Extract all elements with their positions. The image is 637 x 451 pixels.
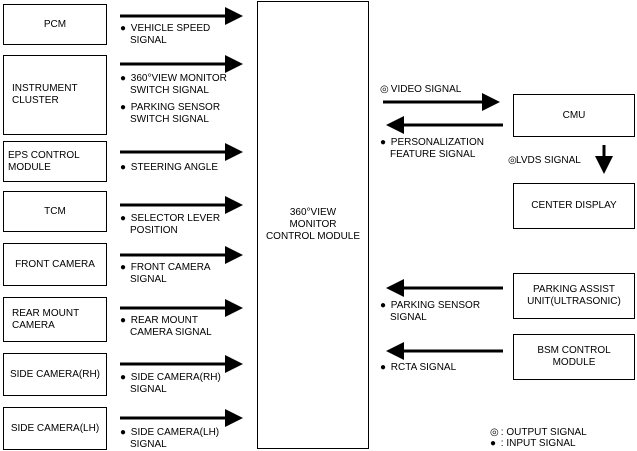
side-camera-lh-label: SIDE CAMERA(LH) <box>10 422 100 434</box>
side-camera-rh-label: SIDE CAMERA(RH) <box>9 368 100 380</box>
input-signal-icon: ● <box>120 162 127 173</box>
rear-mount-camera-label: REAR MOUNT CAMERA <box>12 307 80 331</box>
output-signal-icon: ◎ <box>508 155 517 166</box>
output-signal-icon: ◎ <box>380 84 389 95</box>
control-module-label: 360°VIEW MONITOR CONTROL MODULE <box>265 207 361 242</box>
parking-assist-box: PARKING ASSIST UNIT(ULTRASONIC) <box>513 273 635 319</box>
front-camera-label: FRONT CAMERA <box>15 258 95 270</box>
selector-lever-label: ● SELECTOR LEVER POSITION <box>120 213 221 236</box>
input-signal-icon: ● <box>120 372 127 383</box>
instrument-cluster-label: INSTRUMENT CLUSTER <box>12 83 78 106</box>
front-camera-signal-label: ● FRONT CAMERA SIGNAL <box>120 262 211 285</box>
instrument-cluster-box: INSTRUMENT CLUSTER <box>3 55 107 135</box>
tcm-box: TCM <box>3 191 107 232</box>
pcm-box: PCM <box>3 4 107 45</box>
cmu-label: CMU <box>562 109 586 121</box>
rear-mount-camera-signal-label: ● REAR MOUNT CAMERA SIGNAL <box>120 315 212 338</box>
side-camera-rh-box: SIDE CAMERA(RH) <box>3 353 107 396</box>
legend-input: ● : INPUT SIGNAL <box>490 438 576 449</box>
center-display-box: CENTER DISPLAY <box>513 183 635 229</box>
bsm-control-module-box: BSM CONTROL MODULE <box>513 334 635 380</box>
rear-mount-camera-box: REAR MOUNT CAMERA <box>3 297 107 342</box>
eps-control-module-label: EPS CONTROL MODULE <box>8 149 80 173</box>
side-camera-rh-signal-label: ● SIDE CAMERA(RH) SIGNAL <box>120 372 221 395</box>
front-camera-box: FRONT CAMERA <box>3 243 107 286</box>
input-signal-icon: ● <box>490 438 497 449</box>
parking-assist-label: PARKING ASSIST UNIT(ULTRASONIC) <box>527 284 621 307</box>
eps-control-module-box: EPS CONTROL MODULE <box>3 141 107 182</box>
input-signal-icon: ● <box>120 102 127 113</box>
side-camera-lh-signal-label: ● SIDE CAMERA(LH) SIGNAL <box>120 427 220 450</box>
rcta-signal-label: ● RCTA SIGNAL <box>380 362 457 373</box>
control-module-box: 360°VIEW MONITOR CONTROL MODULE <box>257 1 369 449</box>
pcm-label: PCM <box>43 18 67 30</box>
video-signal-label: ◎ VIDEO SIGNAL <box>380 84 462 95</box>
input-signal-icon: ● <box>120 262 127 273</box>
legend-output: ◎ : OUTPUT SIGNAL <box>490 427 587 438</box>
lvds-signal-label: ◎LVDS SIGNAL <box>508 155 581 166</box>
input-signal-icon: ● <box>380 362 387 373</box>
view-monitor-switch-label: ● 360°VIEW MONITOR SWITCH SIGNAL <box>120 73 227 96</box>
bsm-control-module-label: BSM CONTROL MODULE <box>537 345 611 368</box>
input-signal-icon: ● <box>120 73 127 84</box>
vehicle-speed-label: ● VEHICLE SPEED SIGNAL <box>120 23 211 46</box>
steering-angle-label: ● STEERING ANGLE <box>120 162 219 173</box>
input-signal-icon: ● <box>120 315 127 326</box>
personalization-label: ● PERSONALIZATION FEATURE SIGNAL <box>380 137 484 160</box>
tcm-label: TCM <box>44 205 66 217</box>
parking-sensor-switch-label: ● PARKING SENSOR SWITCH SIGNAL <box>120 102 221 125</box>
center-display-label: CENTER DISPLAY <box>531 200 617 211</box>
input-signal-icon: ● <box>120 213 127 224</box>
side-camera-lh-box: SIDE CAMERA(LH) <box>3 407 107 450</box>
input-signal-icon: ● <box>380 300 387 311</box>
cmu-box: CMU <box>513 94 635 137</box>
input-signal-icon: ● <box>120 23 127 34</box>
input-signal-icon: ● <box>120 427 127 438</box>
output-signal-icon: ◎ <box>490 427 499 438</box>
input-signal-icon: ● <box>380 137 387 148</box>
parking-sensor-signal-label: ● PARKING SENSOR SIGNAL <box>380 300 481 323</box>
